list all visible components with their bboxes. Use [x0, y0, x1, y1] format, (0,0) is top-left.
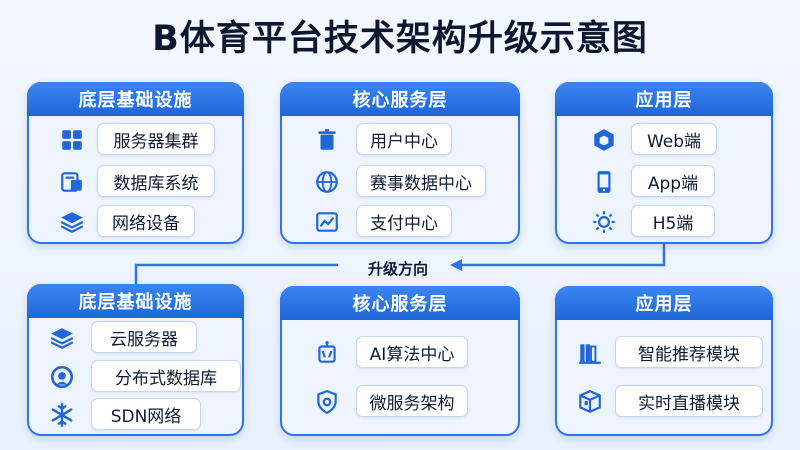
grid-icon: [57, 125, 87, 155]
cloud-sync-icon: [47, 362, 77, 392]
item-label: App端: [631, 165, 715, 197]
books-icon: [575, 338, 605, 368]
item-label: 微服务架构: [356, 385, 468, 417]
item-label: SDN网络: [91, 398, 201, 430]
list-item: SDN网络: [47, 398, 201, 432]
item-label: Web端: [631, 123, 717, 155]
item-label: 智能推荐模块: [615, 336, 763, 368]
globe-icon: [312, 167, 342, 197]
shield-icon: [312, 387, 342, 417]
ai-chip-icon: [312, 338, 342, 368]
item-label: 实时直播模块: [615, 385, 763, 417]
item-label: 网络设备: [97, 205, 195, 237]
list-item: 数据库系统: [57, 165, 215, 199]
card-bottom-core-services: 核心服务层 AI算法中心 微服务架构: [280, 286, 520, 436]
card-header: 核心服务层: [280, 286, 520, 320]
list-item: 支付中心: [312, 205, 452, 239]
card-top-infrastructure: 底层基础设施 服务器集群 数据库系统 网络设备: [27, 82, 244, 244]
card-top-application: 应用层 Web端 App端 H5端: [555, 82, 773, 244]
list-item: 智能推荐模块: [575, 336, 763, 370]
item-label: 服务器集群: [97, 123, 215, 155]
item-label: 赛事数据中心: [356, 165, 486, 197]
database-icon: [57, 167, 87, 197]
card-header: 应用层: [555, 286, 773, 320]
sun-icon: [589, 207, 619, 237]
list-item: Web端: [589, 123, 717, 157]
flow-direction-label: 升级方向: [367, 259, 428, 278]
list-item: 网络设备: [57, 205, 195, 239]
mobile-icon: [589, 167, 619, 197]
list-item: App端: [589, 165, 715, 199]
item-label: 支付中心: [356, 205, 452, 237]
item-label: 分布式数据库: [91, 360, 241, 392]
box-icon: [575, 387, 605, 417]
item-label: H5端: [631, 205, 715, 237]
list-item: 用户中心: [312, 123, 452, 157]
card-header: 应用层: [555, 82, 773, 116]
list-item: 实时直播模块: [575, 385, 763, 419]
card-header: 底层基础设施: [27, 82, 244, 116]
list-item: 云服务器: [47, 321, 197, 355]
item-label: AI算法中心: [356, 336, 468, 368]
layers-icon: [57, 207, 87, 237]
list-item: 赛事数据中心: [312, 165, 486, 199]
item-label: 用户中心: [356, 123, 452, 155]
chart-line-icon: [312, 207, 342, 237]
card-header: 底层基础设施: [27, 284, 244, 318]
snowflake-icon: [47, 400, 77, 430]
list-item: 微服务架构: [312, 385, 468, 419]
trash-icon: [312, 125, 342, 155]
card-top-core-services: 核心服务层 用户中心 赛事数据中心 支付中心: [280, 82, 520, 244]
cube-icon: [589, 125, 619, 155]
card-bottom-infrastructure: 底层基础设施 云服务器 分布式数据库 SDN网络: [27, 284, 244, 436]
list-item: 分布式数据库: [47, 360, 241, 394]
item-label: 数据库系统: [97, 165, 215, 197]
list-item: 服务器集群: [57, 123, 215, 157]
list-item: AI算法中心: [312, 336, 468, 370]
page-title: B体育平台技术架构升级示意图: [152, 19, 648, 59]
list-item: H5端: [589, 205, 715, 239]
card-bottom-application: 应用层 智能推荐模块 实时直播模块: [555, 286, 773, 436]
item-label: 云服务器: [91, 321, 197, 353]
layers-icon: [47, 323, 77, 353]
card-header: 核心服务层: [280, 82, 520, 116]
